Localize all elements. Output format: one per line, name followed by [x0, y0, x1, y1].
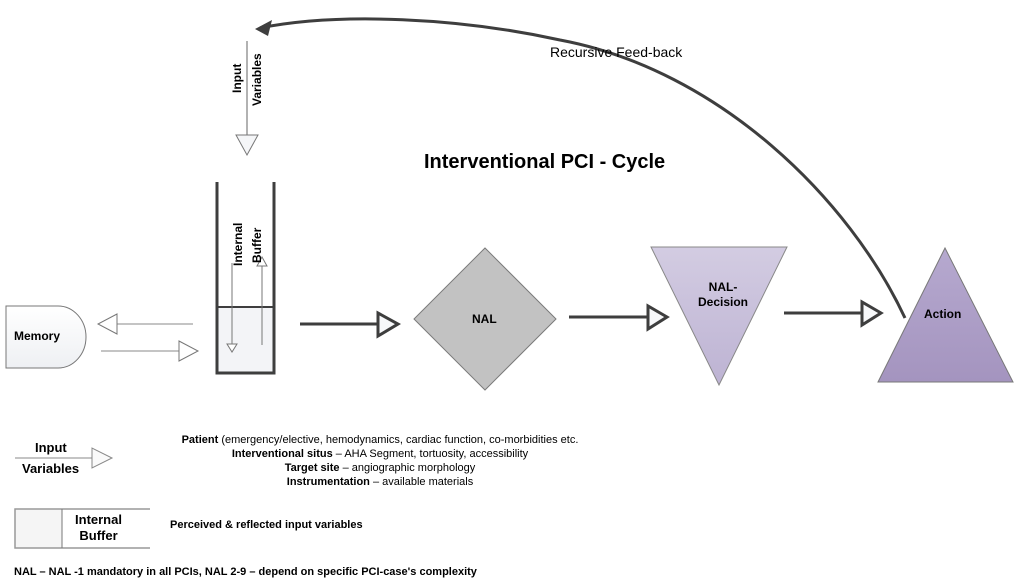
feedback-arrow — [255, 17, 907, 319]
legend-internal-buffer-symbol — [14, 508, 150, 549]
legend-input-label-2: Variables — [22, 461, 80, 476]
footnote: NAL – NAL -1 mandatory in all PCIs, NAL … — [14, 566, 477, 578]
legend-buffer-description: Perceived & reflected input variables — [170, 519, 363, 531]
decision-to-action-arrow — [784, 299, 884, 328]
memory-node — [5, 305, 87, 369]
feedback-label: Recursive Feed-back — [550, 44, 683, 60]
legend-buffer-label-2: Buffer — [79, 528, 118, 543]
nal-decision-node — [650, 246, 788, 387]
input-variables-arrow — [235, 41, 259, 157]
nal-decision-line1: NAL- — [708, 280, 738, 294]
legend-line-target: Target site – angiographic morphology — [284, 462, 476, 474]
legend-line-instrumentation: Instrumentation – available materials — [286, 476, 474, 488]
buffer-label-line2: Buffer — [250, 227, 264, 263]
legend-line-patient: Patient (emergency/elective, hemodynamic… — [181, 434, 579, 446]
input-label-line1: Input — [230, 63, 244, 93]
memory-label: Memory — [14, 329, 61, 343]
buffer-label-line1: Internal — [231, 222, 245, 266]
legend-input-label-1: Input — [35, 440, 67, 455]
nal-label: NAL — [472, 312, 497, 326]
legend-buffer-label: Internal Buffer — [62, 512, 135, 544]
legend-input-description: Patient (emergency/elective, hemodynamic… — [140, 433, 620, 489]
nal-to-decision-arrow — [569, 303, 670, 332]
nal-node — [413, 247, 557, 391]
input-label-line2: Variables — [250, 53, 264, 106]
buffer-to-nal-arrow — [300, 310, 402, 339]
memory-to-buffer-arrows — [96, 313, 200, 362]
action-label: Action — [924, 307, 962, 321]
nal-decision-label: NAL- Decision — [693, 280, 753, 310]
internal-buffer — [215, 182, 276, 375]
action-node — [877, 246, 1014, 383]
legend-line-situs: Interventional situs – AHA Segment, tort… — [231, 448, 529, 460]
nal-decision-line2: Decision — [697, 295, 748, 309]
diagram-title: Interventional PCI - Cycle — [424, 151, 666, 173]
legend-buffer-label-1: Internal — [75, 512, 122, 527]
legend-input-variables-symbol — [15, 447, 114, 469]
